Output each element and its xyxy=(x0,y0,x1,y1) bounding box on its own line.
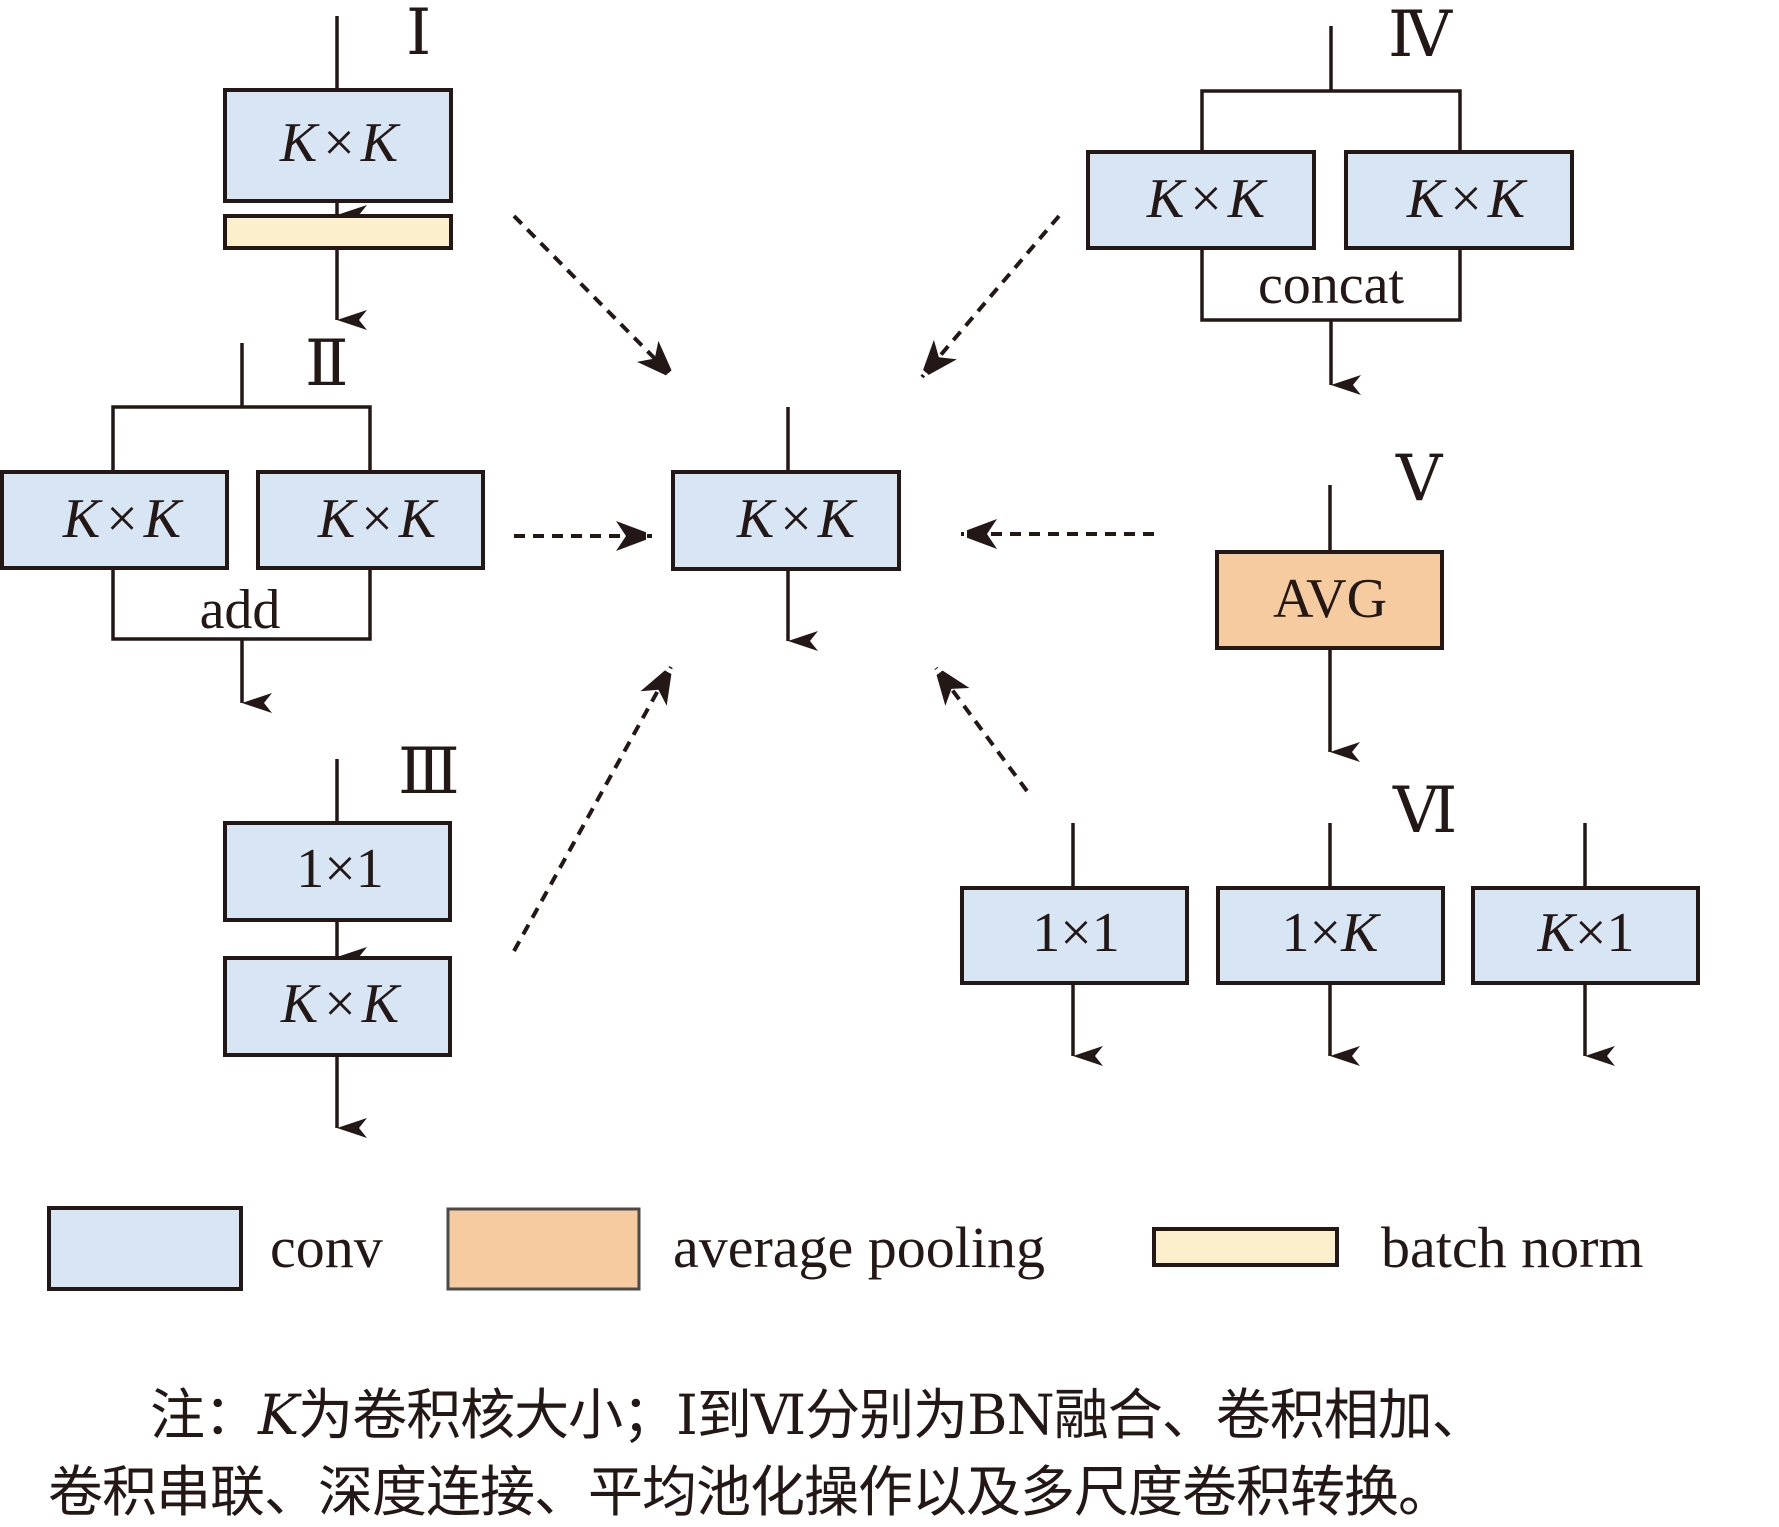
group-ii-conv-label-left: K×K xyxy=(62,488,184,550)
group-ii-conv-label-right: K×K xyxy=(317,488,439,550)
group-v: Ⅴ AVG xyxy=(1215,443,1444,762)
group-ii-numeral: Ⅱ xyxy=(305,328,349,399)
legend-average-pooling-swatch xyxy=(446,1207,641,1291)
group-iv-conv-block-left xyxy=(1086,150,1316,250)
group-iv-split-bracket xyxy=(1200,89,1462,157)
group-i: Ⅰ K×K xyxy=(223,0,453,330)
conversion-arrows xyxy=(512,214,1154,952)
group-vi-conv-kx1-block xyxy=(1471,886,1700,985)
group-i-conv-label: K×K xyxy=(279,112,401,174)
group-vi-conv-kx1-label: K×1 xyxy=(1537,902,1635,964)
group-v-avg-pool-label: AVG xyxy=(1273,568,1387,630)
group-ii-split-bracket xyxy=(111,405,372,472)
group-i-numeral: Ⅰ xyxy=(406,0,431,68)
group-iv-merge-label: concat xyxy=(1258,254,1405,316)
group-vi: Ⅵ 1×1 1×K K×1 xyxy=(960,775,1700,1066)
center-conv-label: K×K xyxy=(736,488,858,550)
legend: conv average pooling batch norm xyxy=(47,1206,1644,1291)
note-line-1: 注：K为卷积核大小；Ⅰ到Ⅵ分别为BN融合、卷积相加、 xyxy=(150,1370,1779,1450)
note-prefix: 注： xyxy=(150,1383,259,1447)
group-ii: Ⅱ K×K K×K add xyxy=(0,328,485,713)
group-iii-conv-1x1-label: 1×1 xyxy=(296,838,384,900)
note-k-symbol: K xyxy=(258,1383,299,1447)
note-line-2: 卷积串联、深度连接、平均池化操作以及多尺度卷积转换。 xyxy=(48,1460,1453,1524)
group-ii-merge-label: add xyxy=(200,579,281,641)
group-vi-conv-1x1-block xyxy=(960,886,1189,985)
legend-average-pooling-label: average pooling xyxy=(673,1215,1045,1280)
legend-conv-swatch xyxy=(47,1206,243,1291)
dashed-arrow-from-iii xyxy=(512,667,671,952)
dashed-arrow-from-i xyxy=(512,214,673,377)
group-v-avg-pool-block xyxy=(1215,550,1444,650)
group-iv-numeral: Ⅳ xyxy=(1388,0,1453,70)
group-vi-conv-1x1-label: 1×1 xyxy=(1032,902,1120,964)
group-iv-conv-label-left: K×K xyxy=(1146,168,1268,230)
group-iv-conv-label-right: K×K xyxy=(1406,168,1528,230)
group-i-batch-norm-block xyxy=(223,214,453,250)
group-vi-numeral: Ⅵ xyxy=(1392,775,1457,846)
group-iii-numeral: Ⅲ xyxy=(398,736,460,807)
group-iii-conv-kxk-label: K×K xyxy=(280,973,402,1035)
group-iv-conv-block-right xyxy=(1344,150,1574,250)
dashed-arrow-from-vi xyxy=(936,668,1029,793)
center-fused-conv: K×K xyxy=(671,407,901,651)
legend-batch-norm-swatch xyxy=(1152,1227,1339,1267)
legend-conv-label: conv xyxy=(270,1215,383,1280)
note-line-1-text: 为卷积核大小；Ⅰ到Ⅵ分别为BN融合、卷积相加、 xyxy=(298,1383,1487,1447)
legend-batch-norm-label: batch norm xyxy=(1381,1215,1644,1280)
dashed-arrow-from-iv xyxy=(922,214,1061,377)
center-conv-block xyxy=(671,470,901,571)
group-iv: Ⅳ K×K K×K concat xyxy=(1086,0,1574,395)
group-iii: Ⅲ 1×1 K×K xyxy=(223,736,460,1138)
group-ii-conv-block-right xyxy=(256,470,485,570)
group-v-numeral: Ⅴ xyxy=(1395,443,1444,514)
group-vi-conv-1xk-label: 1×K xyxy=(1282,902,1382,964)
